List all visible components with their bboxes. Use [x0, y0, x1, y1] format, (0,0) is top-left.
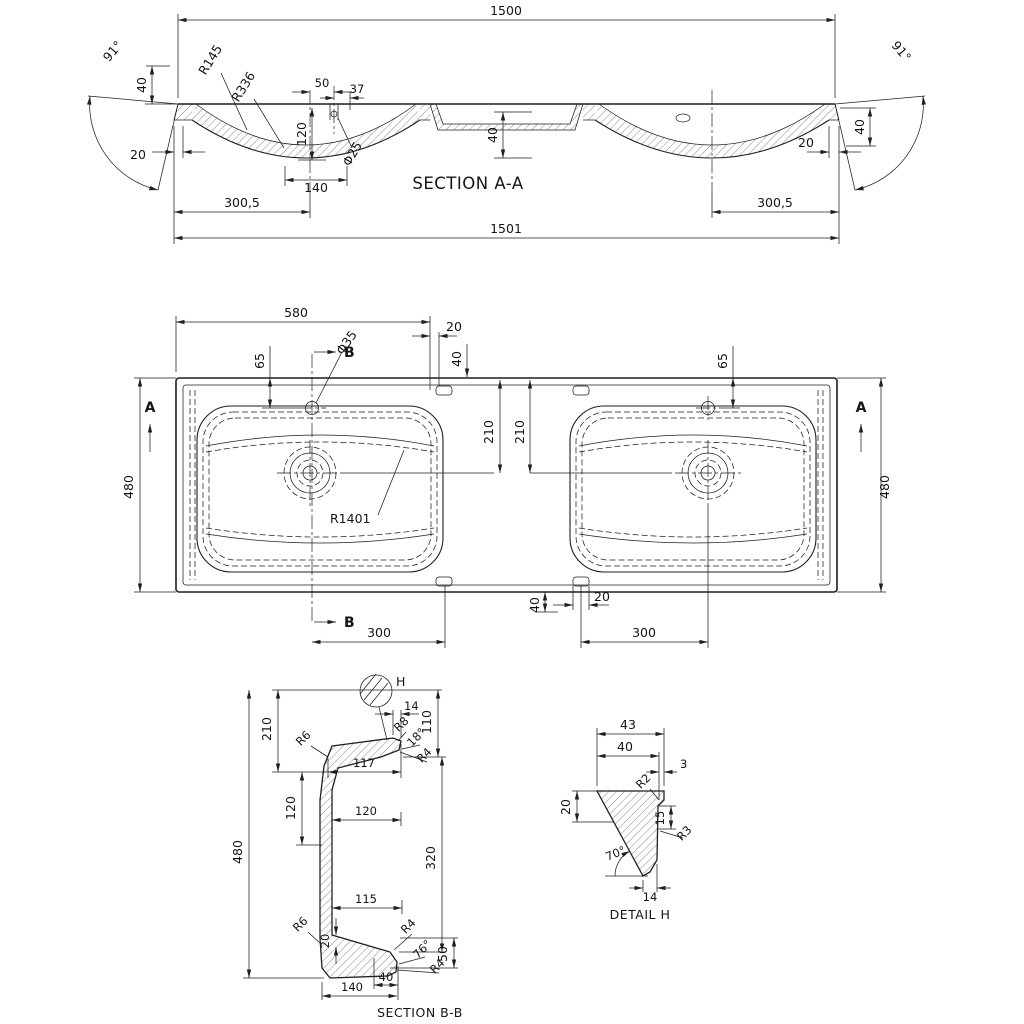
dim-slot-edge: 40 [449, 351, 464, 367]
dim-detail-side: 15 [653, 811, 667, 826]
dim-detail-angle: 70° [603, 843, 627, 864]
dim-lower-width: 115 [355, 892, 377, 906]
dim-depth-right: 480 [877, 475, 892, 499]
plan-view: 580 20 65 65 B B Φ35 40 210 210 A A 480 … [121, 305, 892, 648]
dim-detail-top-width: 43 [620, 717, 636, 732]
dim-wall-drop: 120 [283, 796, 298, 820]
wall-profile [319, 737, 402, 979]
dim-faucet-offset: 50 [315, 76, 330, 90]
dim-detail-r3: R3 [674, 823, 695, 844]
dim-recess-depth: 40 [485, 127, 500, 143]
dim-foot-thickness: 20 [318, 934, 332, 949]
dim-foot-step: 40 [379, 970, 394, 984]
basin-left [196, 405, 444, 573]
dim-shelf-width: 120 [355, 804, 377, 818]
section-a-label-right: A [856, 400, 867, 416]
dim-r6-top: R6 [293, 728, 314, 749]
dim-edge-offset: 37 [350, 82, 365, 96]
dim-rim-height: 110 [419, 710, 434, 734]
dim-detail-r2: R2 [633, 771, 654, 792]
fixing-slots [435, 385, 590, 587]
detail-profile [595, 790, 665, 877]
section-bb-view: H 14 110 210 480 120 117 120 320 115 R6 … [230, 673, 463, 1020]
dim-angle-left: 91° [100, 38, 126, 65]
detail-h-marker-label: H [396, 674, 406, 689]
dim-overall-bottom: 1501 [490, 221, 522, 236]
dim-r4-mid: R4 [398, 916, 419, 937]
detail-h-title: DETAIL H [610, 907, 671, 922]
plan-dim-lines [134, 316, 886, 648]
section-aa-dim-lines [87, 14, 926, 244]
dim-height-left: 40 [134, 77, 149, 93]
dim-radius-r145: R145 [195, 42, 225, 78]
dim-slot-offset-top: 20 [446, 319, 462, 334]
dim-basin-depth: 120 [294, 122, 309, 146]
countertop-outline [175, 377, 838, 593]
dim-drain-span-left: 300 [367, 625, 391, 640]
dim-foot-height: 50 [435, 946, 450, 962]
dim-rim-width: 117 [353, 756, 375, 770]
basin-right [569, 405, 817, 573]
hidden-edges [189, 390, 824, 580]
dim-detail-inner-width: 40 [617, 739, 633, 754]
faucet-right-centerline [696, 396, 720, 420]
dim-slot-offset-bottom: 40 [527, 597, 542, 613]
detail-h-balloon [359, 673, 393, 741]
dim-detail-step: 3 [680, 757, 687, 771]
detail-h-view: 43 40 3 20 15 R2 R3 70° 14 DETAIL H [558, 717, 695, 922]
dim-foot-width: 140 [341, 980, 363, 994]
dim-r8: R8 [391, 714, 412, 735]
dim-overall-top: 1500 [490, 3, 522, 18]
dim-bowl-radius: R1401 [330, 511, 371, 526]
dim-r4-top: R4 [414, 745, 435, 766]
dim-faucet-dia: Φ35 [333, 328, 360, 358]
dim-offset-left: 20 [130, 147, 146, 162]
section-aa-view: 1500 1501 300,5 300,5 140 120 50 37 Φ25 … [87, 3, 926, 244]
deck-hole-right [675, 113, 691, 123]
section-a-label-left: A [145, 400, 156, 416]
dim-detail-edge-drop: 20 [558, 799, 573, 815]
dim-angle-right: 91° [889, 38, 915, 65]
dim-drain-pos-right: 300,5 [757, 195, 793, 210]
dim-drain-span-right: 300 [632, 625, 656, 640]
countertop-inner-edge [182, 384, 831, 586]
dim-faucet-inset-right: 65 [715, 353, 730, 369]
drain-right [675, 440, 741, 506]
dim-lip: 14 [404, 699, 419, 713]
section-bb-title: SECTION B-B [377, 1005, 463, 1020]
drain-left [277, 440, 343, 506]
dim-slot-width: 20 [594, 589, 610, 604]
section-aa-hatching [174, 104, 839, 158]
dim-front-height: 320 [423, 846, 438, 870]
dim-drain-pos-left: 300,5 [224, 195, 260, 210]
dim-basin-width: 580 [284, 305, 308, 320]
dim-angle-76: 76° [410, 937, 434, 961]
dim-total-height: 480 [230, 840, 245, 864]
dim-r6-bottom: R6 [290, 914, 311, 935]
dim-depth-left: 480 [121, 475, 136, 499]
dim-faucet-inset-left: 65 [252, 353, 267, 369]
dim-radius-r336: R336 [228, 69, 258, 105]
section-b-label-top: B [344, 345, 355, 361]
dim-drain-flat: 140 [304, 180, 328, 195]
dim-detail-bottom: 14 [643, 890, 658, 904]
dim-drain-depth-left: 210 [481, 420, 496, 444]
section-b-label-bottom: B [344, 615, 355, 631]
dim-back-height: 210 [259, 717, 274, 741]
detail-h-dim-lines [572, 728, 684, 892]
section-bb-dim-lines [243, 689, 458, 1000]
dim-drain-depth-right: 210 [512, 420, 527, 444]
dim-height-right: 40 [852, 119, 867, 135]
dim-offset-right: 20 [798, 135, 814, 150]
section-aa-title: SECTION A-A [412, 174, 523, 193]
